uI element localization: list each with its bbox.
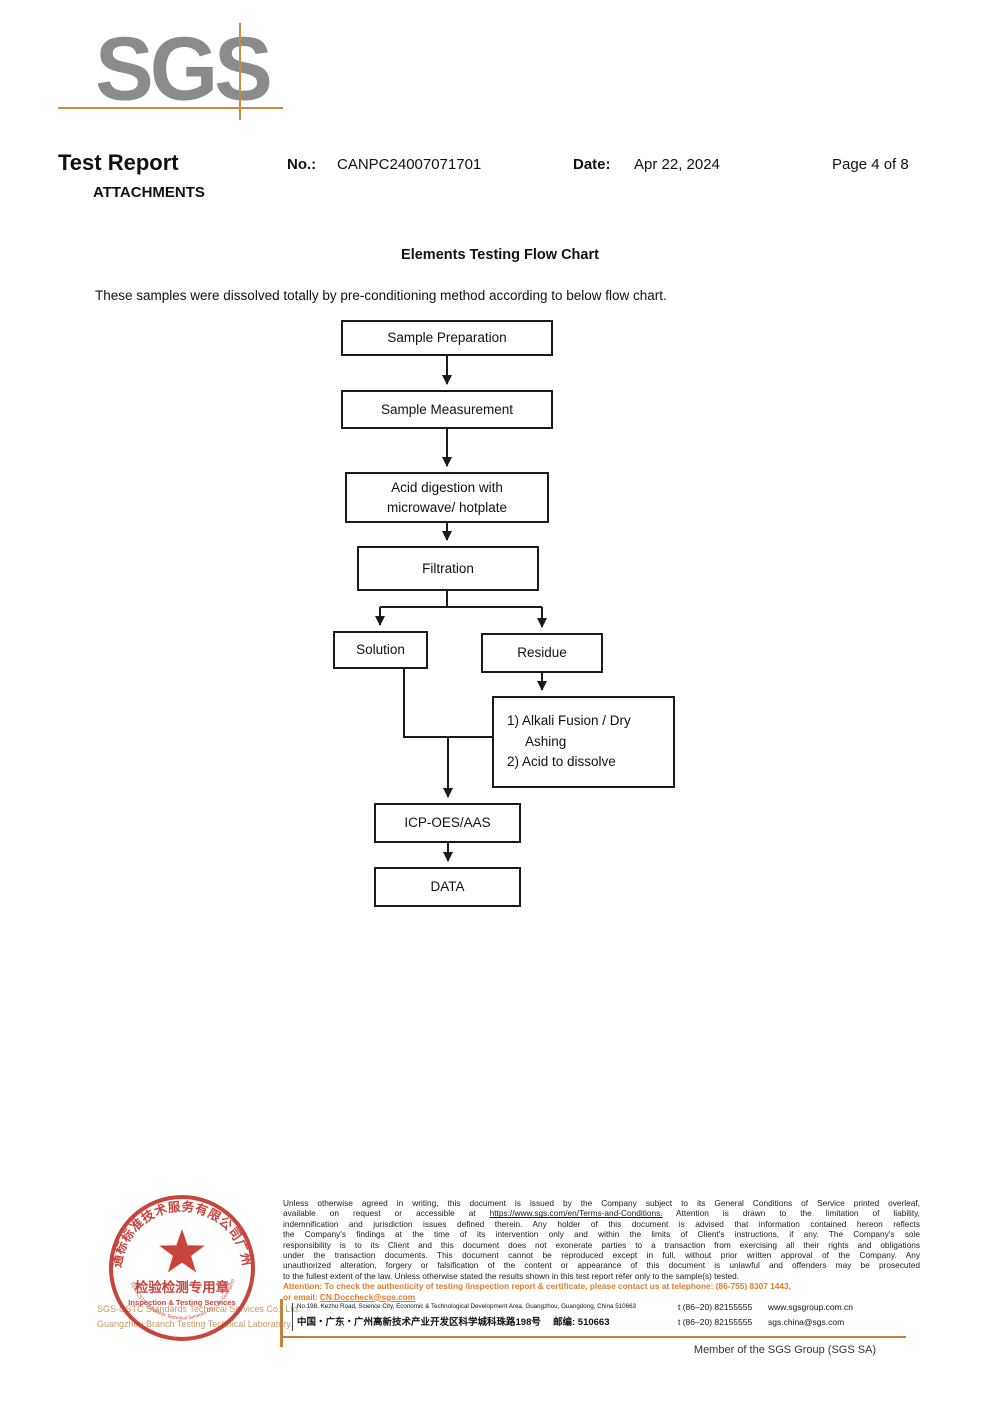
legal-text-segment: Attention is drawn to the limitation of …: [662, 1208, 920, 1219]
address-chinese: 中国・广东・广州高新技术产业开发区科学城科珠路198号 邮编: 510663: [297, 1317, 610, 1328]
company-name-line2: Guangzhou Branch Testing Technical Labor…: [97, 1319, 293, 1329]
seal-star-icon: [159, 1229, 205, 1273]
footer-vertical-rule: [280, 1299, 283, 1347]
node-residue: Residue: [481, 633, 603, 673]
legal-text-segment: available on request or accessible at: [283, 1208, 490, 1219]
node-label-line3: 2) Acid to dissolve: [507, 754, 616, 770]
report-date-value: Apr 22, 2024: [634, 156, 720, 173]
node-label: Filtration: [422, 560, 474, 576]
legal-line: indemnification and jurisdiction issues …: [283, 1218, 920, 1229]
report-no-label: No.:: [287, 156, 317, 173]
company-name-line1: SGS-CSTC Standards Technical Services Co…: [97, 1304, 301, 1314]
legal-line: available on request or accessible at ht…: [283, 1208, 920, 1218]
node-label: Residue: [517, 645, 567, 661]
attention-note-line1: Attention: To check the authenticity of …: [283, 1281, 791, 1292]
legal-disclaimer: Unless otherwise agreed in writing, this…: [283, 1198, 920, 1302]
company-name-lines: SGS-CSTC Standards Technical Services Co…: [97, 1302, 300, 1332]
node-label: Sample Measurement: [380, 401, 514, 417]
node-label-line2: Ashing: [525, 733, 567, 749]
sgs-group-url[interactable]: www.sgsgroup.com.cn: [768, 1302, 854, 1312]
legal-line: the Company's findings at the time of it…: [283, 1229, 920, 1240]
legal-line: responsibility is to its Client and this…: [283, 1239, 920, 1250]
phone-line2: t (86–20) 82155555: [678, 1317, 753, 1327]
address-divider-line: [292, 1303, 293, 1331]
terms-and-conditions-link[interactable]: https://www.sgs.com/en/Terms-and-Conditi…: [489, 1208, 663, 1219]
node-label: ICP-OES/AAS: [404, 815, 491, 831]
node-label: DATA: [430, 879, 465, 895]
node-label-line1: Acid digestion with: [391, 479, 503, 495]
attention-note-line2: or email: CN.Doccheck@sgs.com: [283, 1292, 920, 1302]
node-alkali-fusion: 1) Alkali Fusion / Dry Ashing 2) Acid to…: [492, 696, 675, 788]
node-filtration: Filtration: [357, 546, 539, 591]
elements-testing-flow-chart: Sample Preparation Sample Measurement Ac…: [333, 320, 675, 907]
address-english: No.198, Kezhu Road, Science City, Econom…: [297, 1303, 637, 1310]
node-icp-oes-aas: ICP-OES/AAS: [374, 803, 521, 843]
page-number: Page 4 of 8: [832, 156, 909, 173]
footer-horizontal-rule: [283, 1336, 906, 1338]
attachments-label: ATTACHMENTS: [93, 184, 205, 201]
seal-center-line1: 检验检测专用章: [135, 1279, 230, 1295]
legal-line: unauthorized alteration, forgery or fals…: [283, 1260, 920, 1271]
report-title: Test Report: [58, 150, 179, 175]
node-sample-measurement: Sample Measurement: [341, 390, 553, 429]
seal-center-line2: Inspection & Testing Services: [128, 1298, 235, 1307]
report-date-label: Date:: [573, 156, 611, 173]
node-solution: Solution: [333, 631, 428, 669]
doccheck-email-link[interactable]: CN.Doccheck@sgs.com: [319, 1291, 416, 1302]
node-data: DATA: [374, 867, 521, 907]
phone-line1: t (86–20) 82155555: [678, 1302, 753, 1312]
sgs-china-email[interactable]: sgs.china@sgs.com: [768, 1317, 845, 1327]
legal-line: Unless otherwise agreed in writing, this…: [283, 1198, 920, 1208]
report-no-value: CANPC24007071701: [337, 156, 482, 173]
member-note: Member of the SGS Group (SGS SA): [693, 1344, 877, 1356]
attention-text-segment: or email:: [283, 1291, 320, 1302]
intro-text: These samples were dissolved totally by …: [95, 288, 667, 303]
sgs-logo: SGS: [95, 17, 273, 119]
email-link: sgs.china@sgs.com: [768, 1317, 844, 1327]
node-sample-preparation: Sample Preparation: [341, 320, 553, 356]
node-acid-digestion: Acid digestion with microwave/ hotplate: [345, 472, 549, 523]
node-label-line2: microwave/ hotplate: [386, 499, 508, 515]
logo-underline: [58, 107, 283, 109]
legal-line: to the fullest extent of the law. Unless…: [283, 1270, 740, 1281]
node-label-line1: 1) Alkali Fusion / Dry: [507, 712, 631, 728]
inspection-seal-stamp: 通标标准技术服务有限公司广州分公司 SGS-CSTC Standards Tec…: [106, 1192, 255, 1341]
legal-line: under the transaction documents. This do…: [283, 1250, 920, 1261]
website-link: www.sgsgroup.com.cn: [768, 1302, 853, 1312]
flow-chart-title: Elements Testing Flow Chart: [401, 247, 599, 263]
node-label: Solution: [356, 642, 405, 658]
logo-crosshair-line: [239, 23, 241, 120]
node-label: Sample Preparation: [387, 330, 507, 346]
